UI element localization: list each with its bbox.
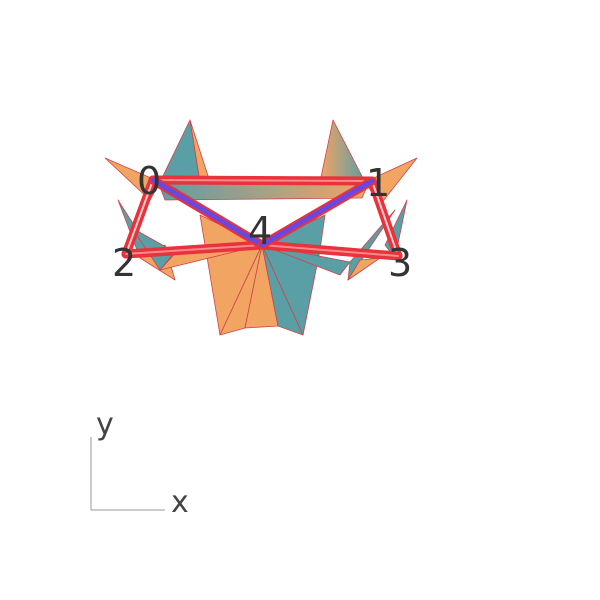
panel-fan-8 xyxy=(261,244,351,276)
panel-top-left-teal xyxy=(159,119,201,183)
node-label-3: 3 xyxy=(388,241,412,285)
node-label-2: 2 xyxy=(112,241,136,285)
edge-0-1 xyxy=(148,175,377,186)
x-axis-label: x xyxy=(171,485,189,520)
node-labels: 0 1 2 3 4 xyxy=(112,159,412,285)
node-label-0: 0 xyxy=(137,159,161,203)
edge-4-3 xyxy=(257,240,403,261)
blue-edges xyxy=(148,175,377,250)
y-axis-label: y xyxy=(96,407,114,442)
node-label-1: 1 xyxy=(366,161,390,205)
node-label-4: 4 xyxy=(248,209,272,253)
panel-right-flap-orange xyxy=(347,257,381,281)
edge-0-2 xyxy=(121,175,158,259)
edge-2-4 xyxy=(121,240,267,259)
red-edges xyxy=(121,175,403,261)
edge-1-3 xyxy=(367,176,403,261)
panel-top-right-orange xyxy=(319,119,366,183)
edge-4-1 xyxy=(257,176,377,250)
axis-indicator: y x xyxy=(90,407,189,520)
edge-0-4 xyxy=(148,175,267,250)
